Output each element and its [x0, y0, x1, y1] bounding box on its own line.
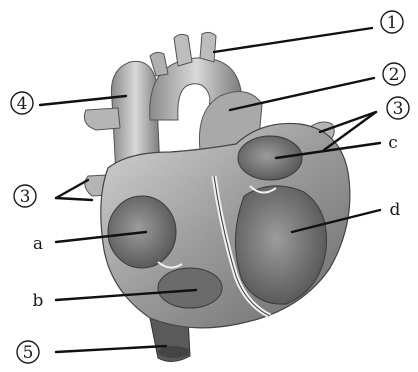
label-pulmonary-veins-right: 3: [387, 97, 409, 119]
label-pulmonary-veins-left: 3: [14, 185, 36, 207]
svg-text:3: 3: [393, 99, 404, 119]
aorta-branch-2: [200, 32, 216, 62]
svg-text:2: 2: [389, 65, 400, 85]
label-left-ventricle: d: [390, 200, 401, 220]
label-right-atrium: a: [33, 234, 43, 254]
label-inferior-vena-cava: 5: [17, 341, 39, 363]
left-atrium: [238, 136, 302, 180]
aorta-branch-1: [174, 34, 192, 66]
leader-3-left-b: [56, 198, 92, 200]
label-pulmonary-artery: 2: [383, 63, 405, 85]
label-superior-vena-cava: 4: [11, 92, 33, 114]
label-right-ventricle: b: [33, 291, 44, 311]
heart-illustration: [84, 32, 350, 361]
leader-1: [214, 28, 372, 52]
leader-5: [56, 346, 166, 352]
label-left-atrium: c: [388, 133, 398, 153]
svg-text:3: 3: [20, 187, 31, 207]
leader-3-left-a: [56, 180, 88, 198]
svg-text:4: 4: [17, 94, 28, 114]
svg-text:5: 5: [23, 343, 34, 363]
right-ventricle: [158, 268, 222, 308]
leader-3-right-a: [320, 112, 376, 132]
svg-text:1: 1: [387, 13, 398, 33]
label-aorta: 1: [381, 11, 403, 33]
